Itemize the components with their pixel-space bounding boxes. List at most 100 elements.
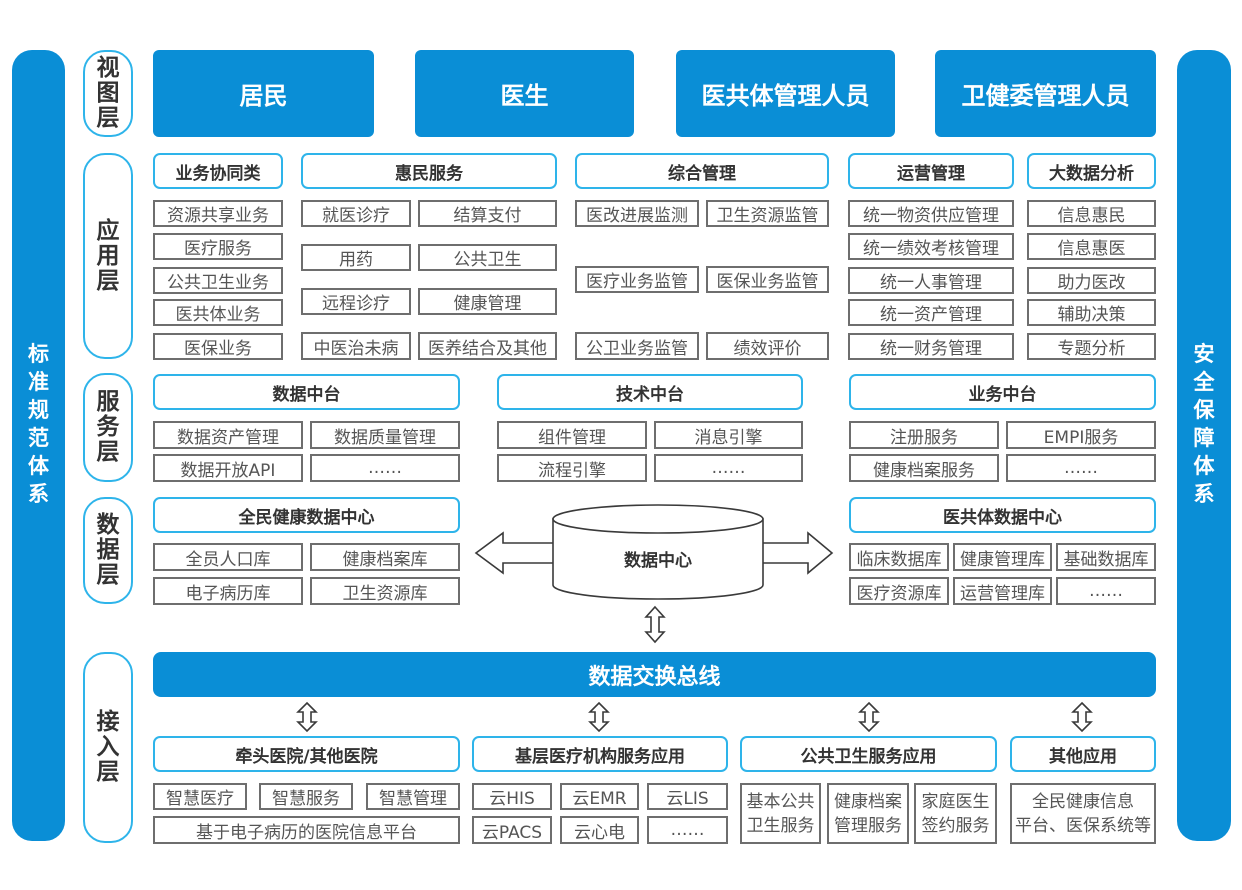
data-item: 电子病历库 bbox=[153, 577, 303, 605]
view-user-health-commission-managers: 卫健委管理人员 bbox=[935, 50, 1156, 137]
app-item: 资源共享业务 bbox=[153, 200, 283, 227]
view-user-doctors: 医生 bbox=[415, 50, 634, 137]
double-arrow-vertical-icon bbox=[644, 605, 666, 644]
app-item: 辅助决策 bbox=[1027, 299, 1156, 326]
access-item: 基于电子病历的医院信息平台 bbox=[153, 816, 460, 844]
layer-label-application-text: 应用层 bbox=[96, 217, 120, 294]
layer-label-view: 视图层 bbox=[83, 50, 133, 137]
service-item: 消息引擎 bbox=[654, 421, 803, 449]
app-item: 公卫业务监管 bbox=[575, 332, 699, 360]
standards-pillar: 标准规范体系 bbox=[12, 50, 65, 841]
access-header-public-health: 公共卫生服务应用 bbox=[740, 736, 997, 772]
app-header-business-collaboration: 业务协同类 bbox=[153, 153, 283, 189]
access-item: 智慧管理 bbox=[366, 783, 460, 810]
app-item: 医保业务监管 bbox=[706, 266, 829, 293]
app-header-integrated-management: 综合管理 bbox=[575, 153, 829, 189]
access-item: 云LIS bbox=[647, 783, 728, 810]
app-header-big-data-analysis: 大数据分析 bbox=[1027, 153, 1156, 189]
service-header-business-platform: 业务中台 bbox=[849, 374, 1156, 410]
service-item: 健康档案服务 bbox=[849, 454, 999, 482]
double-arrow-vertical-icon bbox=[1071, 701, 1093, 733]
access-item: 云心电 bbox=[560, 816, 639, 844]
double-arrow-vertical-icon bbox=[588, 701, 610, 733]
access-item: 全民健康信息 平台、医保系统等 bbox=[1010, 783, 1156, 844]
access-header-lead-hospitals: 牵头医院/其他医院 bbox=[153, 736, 460, 772]
layer-label-service-text: 服务层 bbox=[96, 389, 120, 465]
access-item-line: 家庭医生 bbox=[921, 791, 990, 812]
service-header-tech-platform: 技术中台 bbox=[497, 374, 803, 410]
data-item: 临床数据库 bbox=[849, 543, 949, 571]
service-item: …… bbox=[1006, 454, 1156, 482]
view-user-community-managers: 医共体管理人员 bbox=[676, 50, 895, 137]
app-item: 统一物资供应管理 bbox=[848, 200, 1014, 227]
access-item-line: 平台、医保系统等 bbox=[1015, 815, 1151, 836]
arrow-left-icon bbox=[474, 531, 556, 575]
app-item: 助力医改 bbox=[1027, 267, 1156, 294]
app-item: 医共体业务 bbox=[153, 299, 283, 326]
access-item-line: 卫生服务 bbox=[746, 815, 815, 836]
app-item: 医疗服务 bbox=[153, 233, 283, 260]
data-center-cylinder-body bbox=[552, 518, 764, 600]
access-item: 家庭医生 签约服务 bbox=[914, 783, 997, 844]
service-item: 数据开放API bbox=[153, 454, 303, 482]
service-item: 组件管理 bbox=[497, 421, 647, 449]
service-item: EMPI服务 bbox=[1006, 421, 1156, 449]
security-pillar: 安全保障体系 bbox=[1177, 50, 1231, 841]
access-header-primary-care: 基层医疗机构服务应用 bbox=[472, 736, 728, 772]
service-header-data-platform: 数据中台 bbox=[153, 374, 460, 410]
data-item: 健康管理库 bbox=[953, 543, 1052, 571]
app-item: 统一财务管理 bbox=[848, 333, 1014, 360]
view-user-residents: 居民 bbox=[153, 50, 374, 137]
access-item-line: 基本公共 bbox=[746, 791, 815, 812]
service-item: …… bbox=[310, 454, 460, 482]
layer-label-data: 数据层 bbox=[83, 497, 133, 604]
data-center-cylinder-top bbox=[552, 504, 764, 534]
access-header-other: 其他应用 bbox=[1010, 736, 1156, 772]
app-item: 公共卫生业务 bbox=[153, 267, 283, 294]
service-item: 数据资产管理 bbox=[153, 421, 303, 449]
data-item: 卫生资源库 bbox=[310, 577, 460, 605]
app-item: 结算支付 bbox=[418, 200, 557, 227]
data-header-national-health-center: 全民健康数据中心 bbox=[153, 497, 460, 533]
app-item: 中医治未病 bbox=[301, 332, 411, 360]
data-item: 基础数据库 bbox=[1056, 543, 1156, 571]
app-header-operations-management: 运营管理 bbox=[848, 153, 1014, 189]
data-item: …… bbox=[1056, 577, 1156, 605]
layer-label-access: 接入层 bbox=[83, 652, 133, 843]
access-item-line: 签约服务 bbox=[921, 815, 990, 836]
access-item-line: 健康档案 bbox=[834, 791, 902, 812]
data-item: 医疗资源库 bbox=[849, 577, 949, 605]
double-arrow-vertical-icon bbox=[296, 701, 318, 733]
app-item: 医养结合及其他 bbox=[418, 332, 557, 360]
app-item: 健康管理 bbox=[418, 288, 557, 315]
double-arrow-vertical-icon bbox=[858, 701, 880, 733]
access-item: 智慧医疗 bbox=[153, 783, 247, 810]
access-item: 云PACS bbox=[472, 816, 552, 844]
layer-label-access-text: 接入层 bbox=[96, 709, 120, 785]
layer-label-application: 应用层 bbox=[83, 153, 133, 359]
security-pillar-label: 安全保障体系 bbox=[1193, 342, 1215, 506]
service-item: …… bbox=[654, 454, 803, 482]
app-item: 就医诊疗 bbox=[301, 200, 411, 227]
service-item: 数据质量管理 bbox=[310, 421, 460, 449]
app-item: 用药 bbox=[301, 244, 411, 271]
app-item: 绩效评价 bbox=[706, 332, 829, 360]
access-item-line: 管理服务 bbox=[834, 815, 902, 836]
service-item: 流程引擎 bbox=[497, 454, 647, 482]
app-item: 医改进展监测 bbox=[575, 200, 699, 227]
access-item: 云HIS bbox=[472, 783, 552, 810]
arrow-right-icon bbox=[760, 531, 834, 575]
service-item: 注册服务 bbox=[849, 421, 999, 449]
app-item: 信息惠医 bbox=[1027, 233, 1156, 260]
app-item: 信息惠民 bbox=[1027, 200, 1156, 227]
app-item: 远程诊疗 bbox=[301, 288, 411, 315]
data-item: 运营管理库 bbox=[953, 577, 1052, 605]
layer-label-data-text: 数据层 bbox=[96, 512, 120, 588]
access-item: …… bbox=[647, 816, 728, 844]
app-header-public-services: 惠民服务 bbox=[301, 153, 557, 189]
access-item: 健康档案 管理服务 bbox=[827, 783, 909, 844]
access-item: 云EMR bbox=[560, 783, 639, 810]
access-item: 智慧服务 bbox=[259, 783, 353, 810]
app-item: 统一资产管理 bbox=[848, 299, 1014, 326]
